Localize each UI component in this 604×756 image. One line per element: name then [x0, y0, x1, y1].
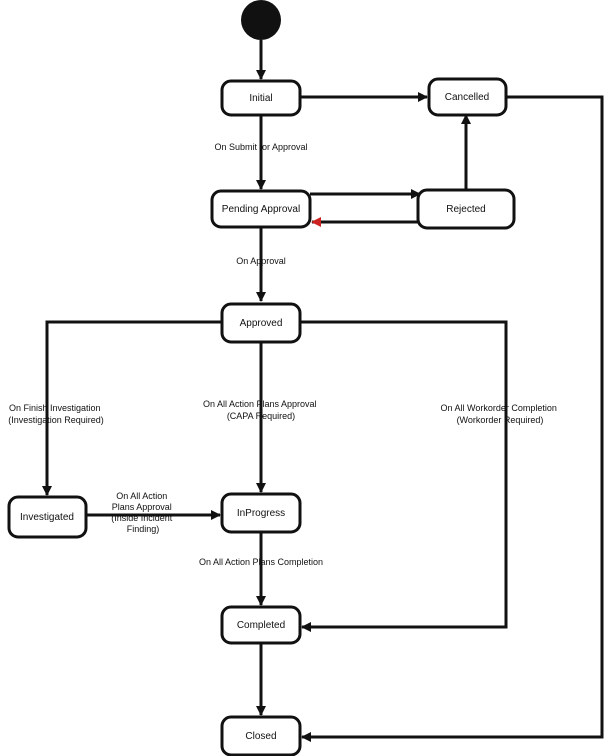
state-pending-approval-label: Pending Approval	[222, 204, 300, 215]
transition-labels: On Submit for Approval On Approval On Fi…	[8, 142, 560, 567]
state-inprogress-label: InProgress	[237, 508, 285, 519]
label-action-plans-completion-line: On All Action Plans Completion	[199, 557, 323, 567]
state-initial-label: Initial	[249, 93, 272, 104]
state-approved: Approved	[220, 302, 302, 344]
state-pending-approval: Pending Approval	[210, 189, 312, 229]
states: Initial Cancelled Pending Approval Rejec…	[7, 77, 516, 756]
label-action-plans-approval-line: On All Action Plans Approval	[203, 399, 317, 409]
label-action-plans-completion: On All Action Plans Completion	[199, 557, 323, 567]
label-inside-incident-line: Finding)	[127, 524, 160, 534]
label-inside-incident: On All Action Plans Approval (Inside Inc…	[111, 491, 175, 534]
state-closed: Closed	[220, 715, 302, 756]
label-action-plans-approval-line: (CAPA Required)	[227, 411, 295, 421]
state-completed-label: Completed	[237, 620, 285, 631]
state-investigated: Investigated	[7, 495, 88, 539]
state-rejected-label: Rejected	[446, 204, 485, 215]
state-rejected: Rejected	[416, 188, 516, 230]
state-completed: Completed	[220, 605, 302, 645]
label-inside-incident-line: On All Action	[116, 491, 167, 501]
edges	[42, 40, 604, 742]
label-on-submit: On Submit for Approval	[214, 142, 307, 152]
label-workorder-completion-line: On All Workorder Completion	[441, 403, 557, 413]
state-cancelled: Cancelled	[427, 77, 508, 117]
state-investigated-label: Investigated	[20, 512, 74, 523]
label-on-approval-line: On Approval	[236, 256, 286, 266]
state-initial: Initial	[220, 79, 302, 117]
label-inside-incident-line: (Inside Incident	[111, 513, 173, 523]
edge-approved-to-completed	[300, 320, 508, 632]
label-inside-incident-line: Plans Approval	[112, 502, 172, 512]
label-action-plans-approval: On All Action Plans Approval (CAPA Requi…	[203, 399, 319, 421]
start-node	[241, 0, 281, 40]
state-cancelled-label: Cancelled	[445, 92, 489, 103]
edge-approved-to-investigated	[42, 320, 222, 496]
state-approved-label: Approved	[240, 318, 283, 329]
label-workorder-completion: On All Workorder Completion (Workorder R…	[441, 403, 560, 425]
label-finish-investigation-line: On Finish Investigation	[9, 403, 101, 413]
label-finish-investigation: On Finish Investigation (Investigation R…	[8, 403, 104, 425]
label-on-approval: On Approval	[236, 256, 286, 266]
state-closed-label: Closed	[245, 731, 276, 742]
state-inprogress: InProgress	[220, 492, 302, 534]
edge-cancelled-to-closed	[301, 95, 604, 742]
label-on-submit-line: On Submit for Approval	[214, 142, 307, 152]
label-workorder-completion-line: (Workorder Required)	[457, 415, 544, 425]
label-finish-investigation-line: (Investigation Required)	[8, 415, 104, 425]
